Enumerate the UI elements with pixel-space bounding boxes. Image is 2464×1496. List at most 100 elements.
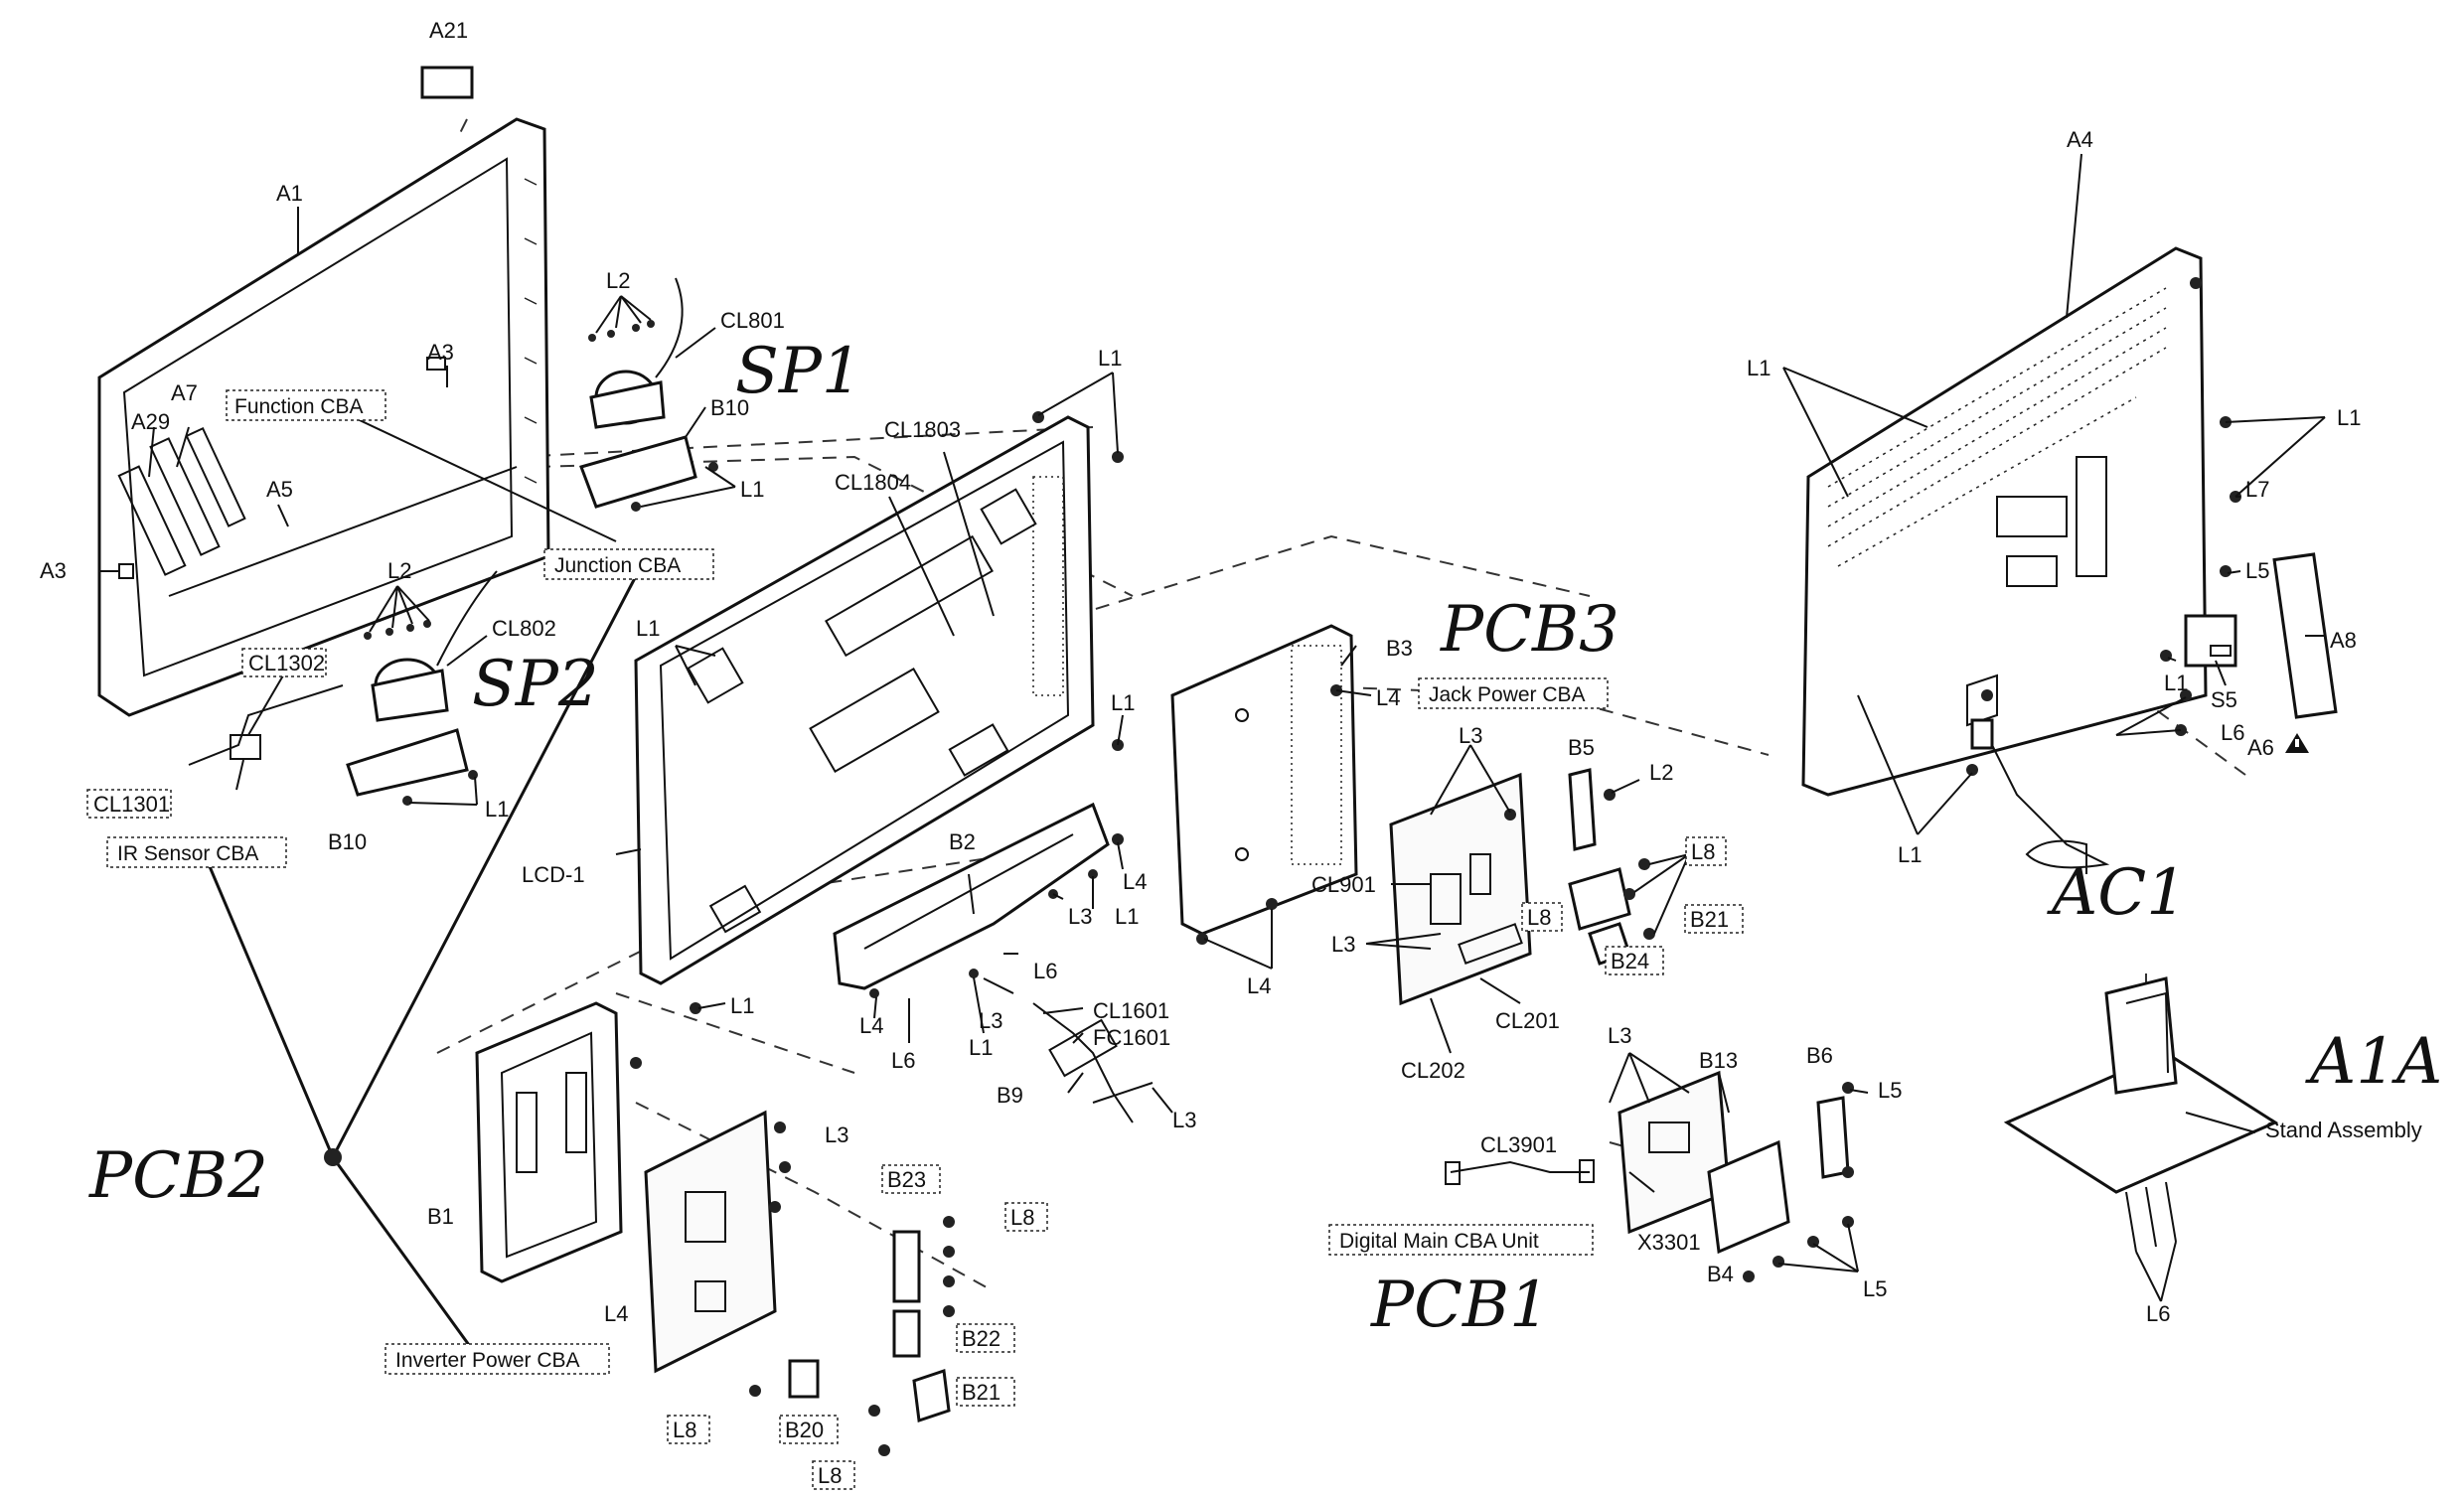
part-label-l7: L7: [2245, 477, 2269, 502]
cable-cl3901: [1445, 1159, 1595, 1185]
junction-cba-label: Junction CBA: [554, 554, 681, 577]
pcb2-connection-lines: [207, 411, 638, 1357]
part-label-lcd1: LCD-1: [522, 862, 585, 887]
brackets-b5-b21-b24: [1568, 768, 1631, 966]
part-label-l1-b2-lower: L1: [969, 1035, 993, 1060]
part-label-b24: B24: [1611, 949, 1649, 973]
connectors-b20-b22-b23: [788, 1230, 951, 1423]
handwritten-pcb1: PCB1: [1370, 1269, 1550, 1342]
part-label-stand-assembly: Stand Assembly: [2265, 1118, 2422, 1142]
part-label-l1-lcd-left: L1: [636, 616, 660, 641]
part-label-l1-speaker2: L1: [485, 797, 509, 822]
part-label-l3-b2-lower: L3: [979, 1008, 1002, 1033]
part-label-b23: B23: [887, 1167, 926, 1192]
part-label-cl1601: CL1601: [1093, 998, 1169, 1023]
ir-sensor-cable: [188, 684, 344, 766]
part-label-cl1804: CL1804: [835, 470, 911, 495]
part-label-l3-inverter: L3: [825, 1122, 848, 1147]
part-label-x3301: X3301: [1637, 1230, 1701, 1255]
shield-b3: [1170, 624, 1358, 936]
inverter-power-cba-label: Inverter Power CBA: [395, 1349, 580, 1372]
part-label-l1-rear-mid: L1: [2164, 671, 2188, 695]
part-label-l6-rear: L6: [2221, 720, 2244, 745]
inverter-board: [644, 1110, 777, 1374]
part-label-a3-top: A3: [427, 340, 454, 365]
part-label-b13: B13: [1699, 1048, 1738, 1073]
lcd-panel: [634, 415, 1095, 985]
part-label-l5-b6: L5: [1878, 1078, 1902, 1103]
part-label-l8d: L8: [673, 1418, 696, 1442]
part-label-l3-jack: L3: [1459, 723, 1482, 748]
boxed-part-labels: CL1302 CL1301 L8 L8 B21 B24 B23 L8 B22 B…: [86, 648, 1744, 1490]
handwritten-ac1: AC1: [2047, 856, 2187, 930]
part-label-l8e: L8: [818, 1463, 842, 1488]
ac-power-cord: [1970, 718, 2110, 874]
handwritten-pcb2: PCB2: [88, 1139, 268, 1213]
part-label-l1-lcd-right: L1: [1111, 690, 1135, 715]
part-label-b6: B6: [1806, 1043, 1833, 1068]
part-label-a3-left: A3: [40, 558, 67, 583]
jack-power-cba-label: Jack Power CBA: [1429, 683, 1586, 706]
speaker-sp1: [579, 277, 718, 512]
part-label-l8b: L8: [1527, 905, 1551, 930]
part-label-a8: A8: [2330, 628, 2357, 653]
part-label-b22: B22: [962, 1326, 1001, 1351]
part-label-l2-top: L2: [606, 268, 630, 293]
part-label-l4-b3: L4: [1376, 685, 1400, 710]
part-label-b2: B2: [949, 829, 976, 854]
part-label-b3: B3: [1386, 636, 1413, 661]
part-label-l4-b3-bottom: L4: [1247, 973, 1271, 998]
pcb2-node-dot: [324, 1148, 342, 1166]
inverter-bracket-b1: [475, 1001, 623, 1283]
part-label-fc1601: FC1601: [1093, 1025, 1170, 1050]
part-label-l1-rear-right: L1: [2337, 405, 2361, 430]
stand-assembly: [2003, 976, 2279, 1253]
handwritten-sp1: SP1: [735, 335, 862, 408]
part-label-a7: A7: [171, 380, 198, 405]
part-label-a4: A4: [2067, 127, 2093, 152]
part-label-b20: B20: [785, 1418, 824, 1442]
label-plate-a21: [420, 66, 474, 99]
part-label-a1: A1: [276, 181, 303, 206]
part-label-l3-digital: L3: [1608, 1023, 1631, 1048]
part-label-cl1302: CL1302: [248, 651, 325, 675]
handwritten-annotations: SP1 SP2 PCB3 PCB2 PCB1 AC1 A1A: [88, 335, 2442, 1342]
part-label-cl802: CL802: [492, 616, 556, 641]
part-label-cl202: CL202: [1401, 1058, 1465, 1083]
part-label-b21b: B21: [962, 1380, 1001, 1405]
handwritten-pcb3: PCB3: [1440, 593, 1619, 667]
part-label-l5-rear: L5: [2245, 558, 2269, 583]
part-label-l1-lcd-bottom: L1: [730, 993, 754, 1018]
part-label-a21: A21: [429, 18, 468, 43]
cable-fc1601: [1032, 1002, 1154, 1123]
part-label-b5: B5: [1568, 735, 1595, 760]
part-label-l2-b5: L2: [1649, 760, 1673, 785]
part-label-l6-stand: L6: [2146, 1301, 2170, 1326]
function-cba-label: Function CBA: [234, 395, 364, 418]
screws: [630, 277, 2241, 1456]
part-label-cl1803: CL1803: [884, 417, 961, 442]
part-label-l8c: L8: [1010, 1205, 1034, 1230]
part-label-b1: B1: [427, 1204, 454, 1229]
part-label-l8a: L8: [1691, 839, 1715, 864]
part-label-l5-b4: L5: [1863, 1276, 1887, 1301]
part-label-b10-top: B10: [710, 395, 749, 420]
part-label-b10-bottom: B10: [328, 829, 367, 854]
part-label-a6: A6: [2247, 735, 2274, 760]
part-label-l6-b2: L6: [1033, 959, 1057, 983]
ir-sensor-cba-label: IR Sensor CBA: [117, 842, 258, 865]
part-label-l1-lcd-top: L1: [1098, 346, 1122, 371]
part-label-cl1301: CL1301: [93, 792, 170, 817]
handwritten-sp2: SP2: [472, 648, 599, 721]
part-label-cl801: CL801: [720, 308, 785, 333]
handwritten-a1a: A1A: [2305, 1025, 2442, 1099]
part-label-l6-b2-lower: L6: [891, 1048, 915, 1073]
part-label-b4: B4: [1707, 1262, 1734, 1286]
part-labels: A21 A1 A3 A7 A29 A5 A3 L2 CL801 B10 L1 L…: [40, 18, 2422, 1326]
part-label-l3-fc: L3: [1172, 1108, 1196, 1132]
bracket-b4: [1707, 1096, 1850, 1255]
part-label-l2-bottom: L2: [387, 558, 411, 583]
part-label-b9: B9: [997, 1083, 1023, 1108]
part-label-b21a: B21: [1690, 907, 1729, 932]
